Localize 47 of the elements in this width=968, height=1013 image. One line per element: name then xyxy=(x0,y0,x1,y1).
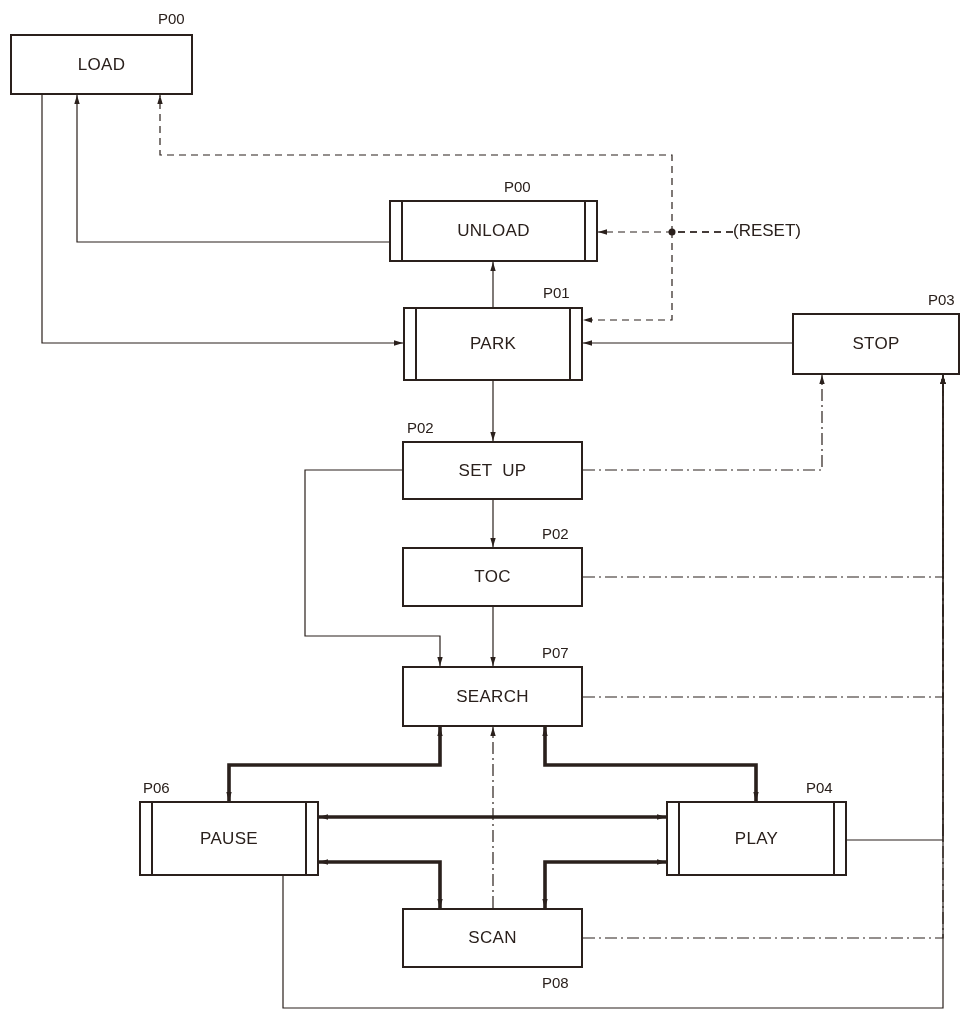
state-name: SEARCH xyxy=(456,686,529,707)
state-box xyxy=(792,313,960,375)
arrow xyxy=(542,859,666,908)
state-code: P02 xyxy=(407,419,434,436)
arrow xyxy=(490,499,496,548)
state-code: P07 xyxy=(542,644,569,661)
arrow xyxy=(226,727,443,801)
state-name: PLAY xyxy=(734,828,779,849)
state-box xyxy=(402,666,583,727)
state-name: SET UP xyxy=(458,460,527,481)
arrow xyxy=(582,374,825,471)
state-box xyxy=(402,441,583,500)
state-name: PAUSE xyxy=(200,828,258,849)
state-code: P03 xyxy=(928,291,955,308)
arrow xyxy=(490,261,496,308)
state-code: P04 xyxy=(806,779,833,796)
arrow xyxy=(490,606,496,667)
state-box xyxy=(666,801,847,876)
arrow xyxy=(319,814,666,820)
state-box xyxy=(139,801,319,876)
state-name: PARK xyxy=(469,334,517,354)
state-box xyxy=(402,547,583,607)
state-name: STOP xyxy=(852,334,900,354)
arrow xyxy=(41,94,404,346)
arrow xyxy=(157,94,734,233)
state-name: SCAN xyxy=(468,928,517,948)
state-code: P00 xyxy=(504,178,531,195)
arrow xyxy=(319,859,443,908)
state-code: P00 xyxy=(158,10,185,27)
arrow xyxy=(582,340,793,346)
arrow xyxy=(74,94,390,243)
state-box xyxy=(10,34,193,95)
state-box xyxy=(402,908,583,968)
signal-label: (RESET) xyxy=(733,221,801,241)
state-code: P06 xyxy=(143,779,170,796)
arrow xyxy=(490,726,496,909)
state-code: P02 xyxy=(542,525,569,542)
arrow xyxy=(490,380,496,442)
state-name: LOAD xyxy=(77,54,126,75)
state-code: P01 xyxy=(543,284,570,301)
state-name: TOC xyxy=(474,567,511,587)
state-box xyxy=(389,200,598,262)
state-box xyxy=(403,307,583,381)
state-code: P08 xyxy=(542,974,569,991)
arrow xyxy=(542,727,759,801)
state-name: UNLOAD xyxy=(457,221,530,241)
arrow xyxy=(304,469,443,667)
